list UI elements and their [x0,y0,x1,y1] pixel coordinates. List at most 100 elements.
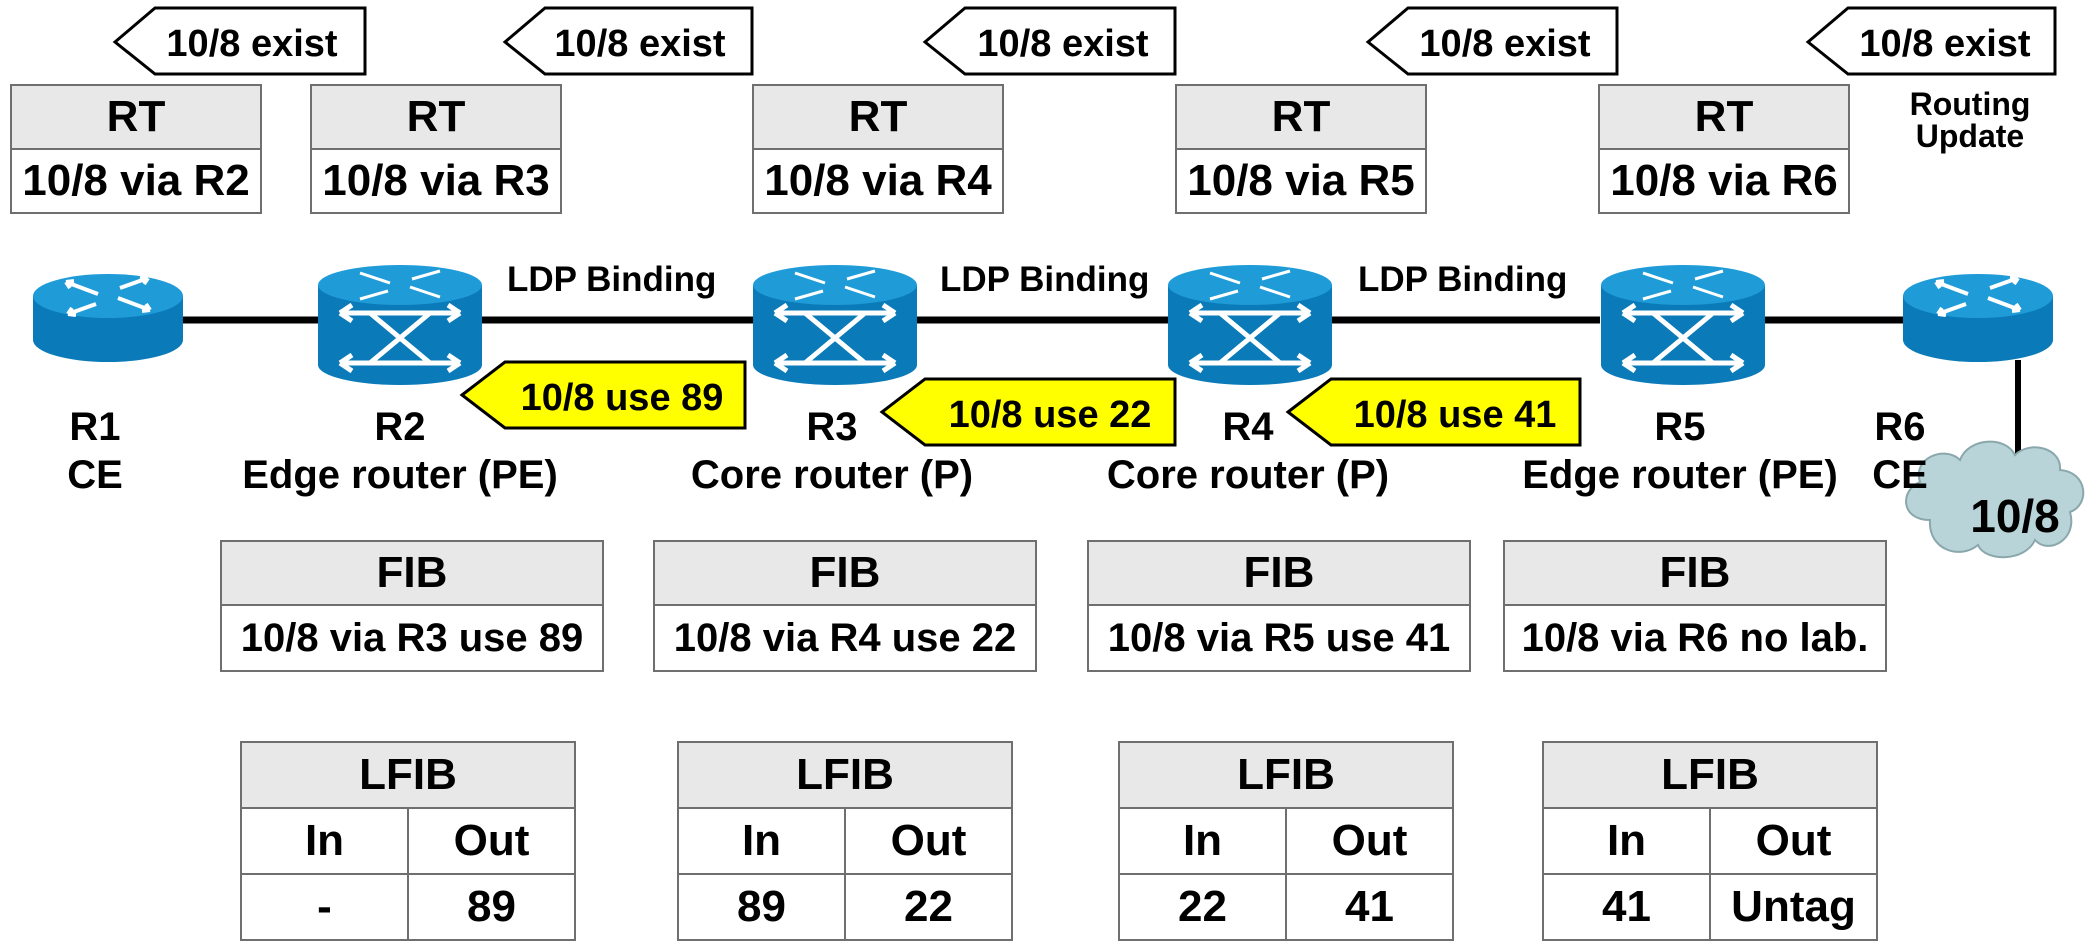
router-label-r3: R3 Core router (P) [632,403,1032,499]
router-icon-r3 [753,265,917,385]
router-label-r5: R5 Edge router (PE) [1480,403,1880,499]
lfib-table-header: LFIB [1118,741,1454,809]
lfib-out-label: 89 [407,873,576,941]
routing-update-arrow: 10/8 exist [502,6,754,76]
router-name: R4 [1222,405,1274,449]
fib-table-r4: FIB 10/8 via R5 use 41 [1087,540,1471,672]
lfib-out-label: 41 [1285,873,1454,941]
lfib-in-label: 89 [677,873,846,941]
routing-update-arrow: 10/8 exist [922,6,1177,76]
ldp-binding-label: LDP Binding [940,260,1150,299]
rt-table-entry: 10/8 via R6 [1598,148,1850,214]
lfib-col-in: In [1542,807,1711,875]
router-label-r4: R4 Core router (P) [1048,403,1448,499]
fib-table-entry: 10/8 via R3 use 89 [220,604,604,672]
router-role: Edge router (PE) [242,453,558,497]
router-role: Edge router (PE) [1522,453,1838,497]
lfib-col-in: In [240,807,409,875]
lfib-table-header: LFIB [677,741,1013,809]
lfib-table-r5: LFIB In Out 41 Untag [1542,741,1878,941]
routing-update-caption-line1: Routing [1909,86,2031,122]
router-role: CE [67,453,123,497]
rt-table-entry: 10/8 via R5 [1175,148,1427,214]
routing-update-text: 10/8 exist [1859,23,2030,65]
ldp-binding-label: LDP Binding [507,260,717,299]
lfib-in-label: - [240,873,409,941]
rt-table-r1: RT 10/8 via R2 [10,84,262,214]
fib-table-header: FIB [1503,540,1887,606]
rt-table-header: RT [1598,84,1850,150]
rt-table-r5: RT 10/8 via R6 [1598,84,1850,214]
routing-update-text: 10/8 exist [977,23,1148,65]
router-icon-r1 [33,274,183,362]
router-icon-r4 [1168,265,1332,385]
rt-table-header: RT [1175,84,1427,150]
router-role: CE [1872,453,1928,497]
routing-update-text: 10/8 exist [554,23,725,65]
lfib-col-out: Out [1709,807,1878,875]
fib-table-entry: 10/8 via R4 use 22 [653,604,1037,672]
router-icon-r2 [318,265,482,385]
router-icon-r6 [1903,274,2053,362]
rt-table-header: RT [310,84,562,150]
lfib-col-in: In [677,807,846,875]
router-name: R1 [69,405,121,449]
fib-table-entry: 10/8 via R5 use 41 [1087,604,1471,672]
lfib-col-out: Out [844,807,1013,875]
router-name: R3 [806,405,858,449]
lfib-table-r2: LFIB In Out - 89 [240,741,576,941]
rt-table-entry: 10/8 via R4 [752,148,1004,214]
lfib-col-out: Out [1285,807,1454,875]
routing-update-arrow: 10/8 exist [1805,6,2057,76]
lfib-table-r4: LFIB In Out 22 41 [1118,741,1454,941]
fib-table-r2: FIB 10/8 via R3 use 89 [220,540,604,672]
lfib-table-header: LFIB [240,741,576,809]
rt-table-entry: 10/8 via R3 [310,148,562,214]
lfib-table-header: LFIB [1542,741,1878,809]
rt-table-r2: RT 10/8 via R3 [310,84,562,214]
routing-update-caption-line2: Update [1915,118,2025,154]
lfib-in-label: 22 [1118,873,1287,941]
router-icon-r5 [1601,265,1765,385]
lfib-out-label: 22 [844,873,1013,941]
lfib-table-r3: LFIB In Out 89 22 [677,741,1013,941]
router-name: R2 [374,405,426,449]
router-name: R6 [1874,405,1926,449]
rt-table-header: RT [752,84,1004,150]
label-advert-text: 10/8 use 22 [949,394,1152,436]
network-cloud-label: 10/8 [1970,490,2060,542]
router-name: R5 [1654,405,1706,449]
routing-update-text: 10/8 exist [166,23,337,65]
router-label-r2: R2 Edge router (PE) [200,403,600,499]
fib-table-r5: FIB 10/8 via R6 no lab. [1503,540,1887,672]
label-advert-arrow: 10/8 use 41 [1285,377,1582,447]
routing-update-arrow: 10/8 exist [112,6,367,76]
rt-table-entry: 10/8 via R2 [10,148,262,214]
label-advert-text: 10/8 use 41 [1354,394,1557,436]
rt-table-header: RT [10,84,262,150]
lfib-out-label: Untag [1709,873,1878,941]
router-label-r6: R6 CE [1860,403,1940,499]
fib-table-header: FIB [220,540,604,606]
rt-table-r3: RT 10/8 via R4 [752,84,1004,214]
routing-update-text: 10/8 exist [1419,23,1590,65]
rt-table-r4: RT 10/8 via R5 [1175,84,1427,214]
fib-table-entry: 10/8 via R6 no lab. [1503,604,1887,672]
routing-update-caption: Routing Update [1895,88,2045,152]
fib-table-r3: FIB 10/8 via R4 use 22 [653,540,1037,672]
label-advert-text: 10/8 use 89 [521,377,724,419]
router-label-r1: R1 CE [20,403,170,499]
network-cloud-icon: 10/8 [1905,440,2085,559]
fib-table-header: FIB [1087,540,1471,606]
ldp-binding-label: LDP Binding [1358,260,1568,299]
label-advert-arrow: 10/8 use 89 [459,360,747,430]
router-role: Core router (P) [690,453,974,497]
lfib-col-out: Out [407,807,576,875]
routing-update-arrow: 10/8 exist [1365,6,1619,76]
label-advert-arrow: 10/8 use 22 [879,377,1177,447]
lfib-in-label: 41 [1542,873,1711,941]
router-role: Core router (P) [1106,453,1390,497]
fib-table-header: FIB [653,540,1037,606]
lfib-col-in: In [1118,807,1287,875]
